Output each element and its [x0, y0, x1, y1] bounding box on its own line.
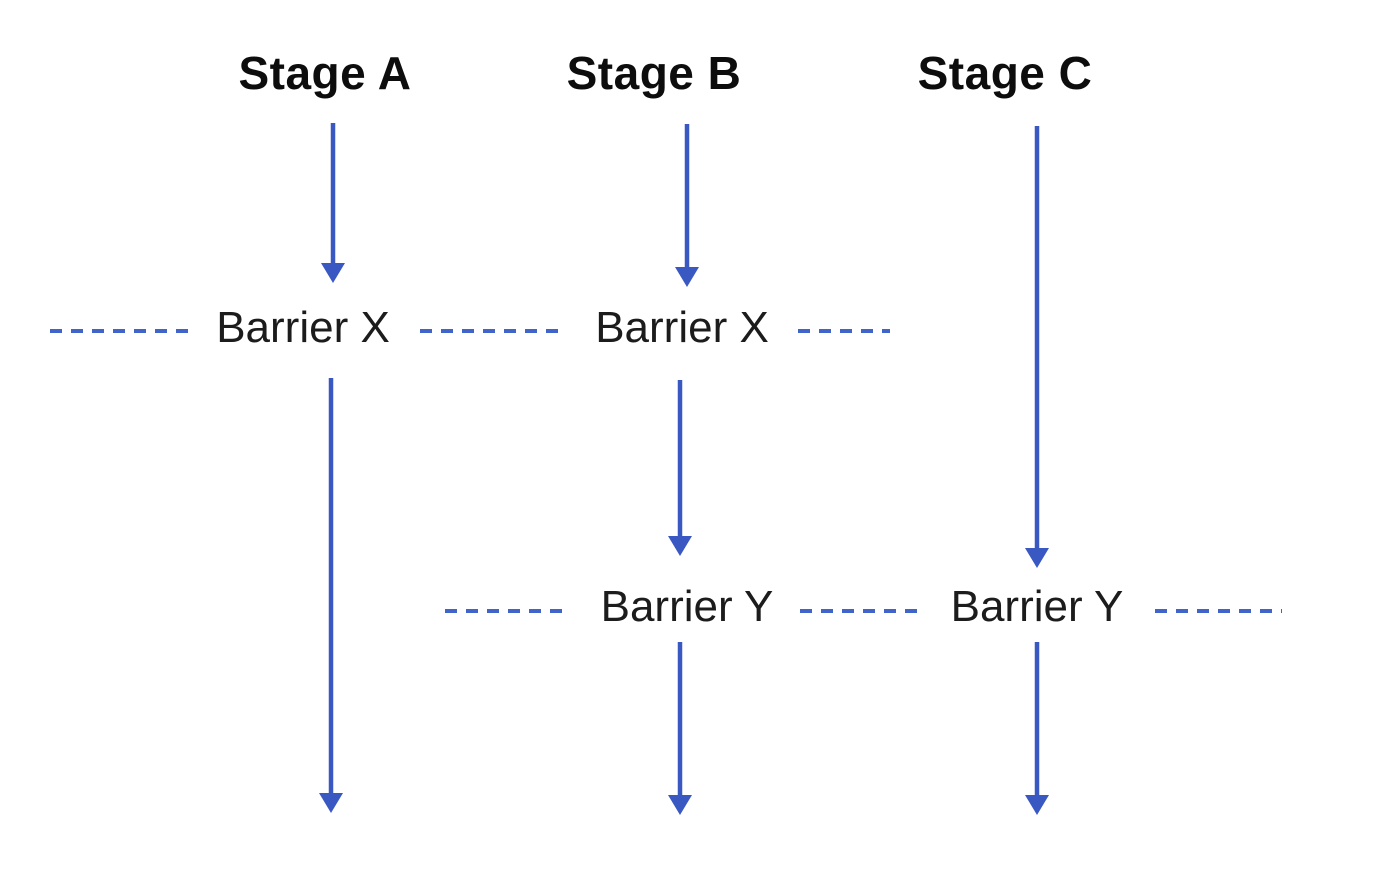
barrier-y-label-stage-b: Barrier Y — [594, 582, 780, 632]
stage-a-heading: Stage A — [238, 47, 412, 99]
stage-b-arrowhead-bottom — [668, 795, 692, 815]
stage-a-arrowhead-bottom — [319, 793, 343, 813]
stage-b-arrowhead-top — [675, 267, 699, 287]
barrier-x-label-stage-b: Barrier X — [589, 303, 775, 353]
stage-a-arrowhead-top — [321, 263, 345, 283]
stage-c-arrowhead-top — [1025, 548, 1049, 568]
stage-b-arrowhead-middle — [668, 536, 692, 556]
stage-c-heading: Stage C — [917, 47, 1093, 99]
stage-c-arrowhead-bottom — [1025, 795, 1049, 815]
barrier-x-label-stage-a: Barrier X — [210, 303, 396, 353]
stage-b-heading: Stage B — [566, 47, 742, 99]
barrier-y-label-stage-c: Barrier Y — [944, 582, 1130, 632]
